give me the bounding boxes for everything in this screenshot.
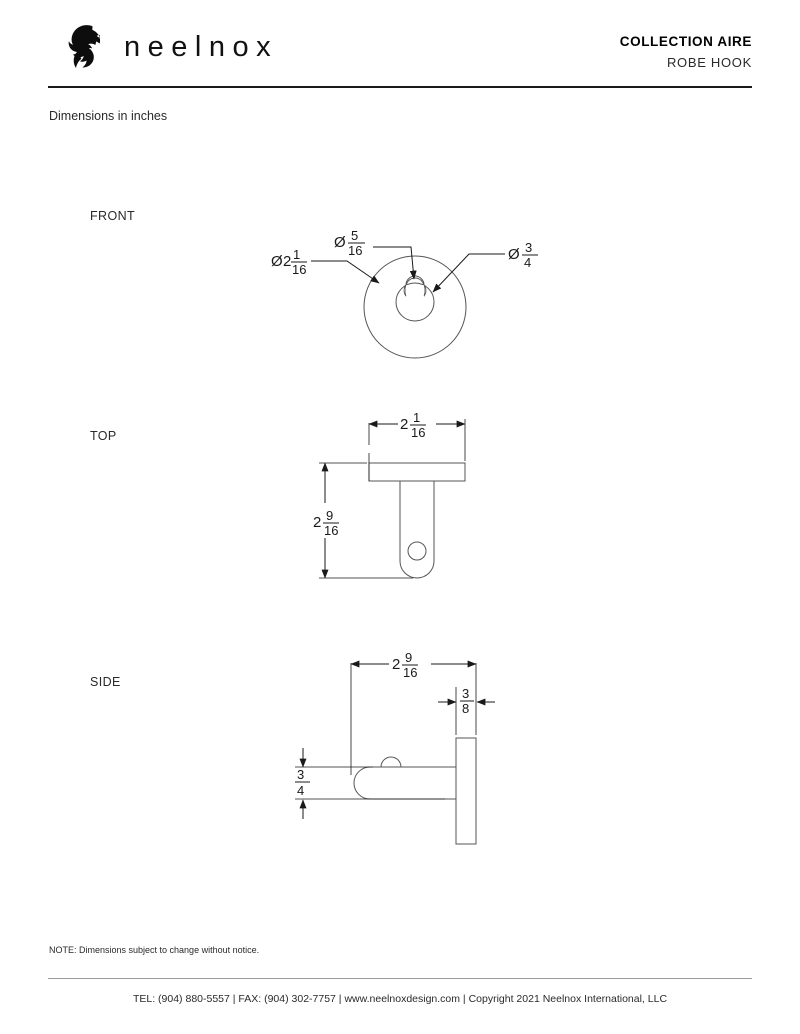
front-leader-bore <box>432 253 505 293</box>
page-header: neelnox COLLECTION AIRE ROBE HOOK <box>48 18 752 84</box>
side-dim-arm-height: 3 4 <box>295 767 310 798</box>
horse-head-logo-icon <box>68 25 101 68</box>
header-divider <box>48 86 752 88</box>
svg-text:2: 2 <box>400 416 408 433</box>
svg-text:5: 5 <box>351 228 358 243</box>
side-dim-plate-thickness: 3 8 <box>460 686 474 716</box>
front-view-drawing: Ø 2 1 16 Ø 5 16 Ø 3 4 <box>271 228 538 359</box>
front-outer-plate-circle <box>363 255 467 359</box>
brand-name: neelnox <box>124 30 279 63</box>
top-dim-projection-depth: 2 9 16 <box>313 508 339 538</box>
svg-text:Ø: Ø <box>271 253 283 270</box>
svg-text:3: 3 <box>297 767 304 782</box>
side-view-drawing: 2 9 16 3 8 3 4 <box>295 650 495 845</box>
svg-text:9: 9 <box>405 650 412 665</box>
svg-text:1: 1 <box>293 247 300 262</box>
side-wall-plate <box>455 737 477 845</box>
disclaimer-note: NOTE: Dimensions subject to change witho… <box>49 945 260 955</box>
svg-text:16: 16 <box>411 425 425 440</box>
brand-logo: neelnox <box>60 22 278 72</box>
front-leader-outer <box>311 260 380 284</box>
svg-text:3: 3 <box>525 240 532 255</box>
top-mounting-plate <box>368 462 466 482</box>
front-dim-outer-plate: Ø 2 1 16 <box>271 247 307 277</box>
dimensions-unit-note: Dimensions in inches <box>49 109 168 123</box>
svg-text:Ø: Ø <box>508 246 520 263</box>
svg-text:9: 9 <box>326 508 333 523</box>
svg-text:2: 2 <box>313 514 321 531</box>
front-center-bore-circle <box>395 282 435 322</box>
svg-text:16: 16 <box>324 523 338 538</box>
top-arm-hole <box>407 541 427 561</box>
front-keyhole-mask <box>406 285 424 298</box>
front-keyhole-sides <box>403 284 427 297</box>
svg-text:Ø: Ø <box>334 234 346 251</box>
svg-text:4: 4 <box>297 783 304 798</box>
view-label-front: FRONT <box>90 209 136 223</box>
svg-text:3: 3 <box>462 686 469 701</box>
svg-text:1: 1 <box>413 410 420 425</box>
top-dim-plate-width: 2 1 16 <box>400 410 426 440</box>
svg-text:2: 2 <box>392 656 400 673</box>
svg-text:4: 4 <box>524 255 531 270</box>
svg-text:16: 16 <box>348 243 362 258</box>
view-label-top: TOP <box>90 429 117 443</box>
top-view-drawing: 2 1 16 2 9 16 <box>313 410 466 579</box>
front-dim-keyhole: Ø 5 16 <box>334 228 365 258</box>
product-title: ROBE HOOK <box>666 55 752 70</box>
front-leader-keyhole <box>373 246 417 280</box>
front-dim-center-bore: Ø 3 4 <box>508 240 538 270</box>
top-hook-arm <box>399 481 435 579</box>
side-dim-overall-projection: 2 9 16 <box>392 650 418 680</box>
side-hook-arm <box>353 766 456 800</box>
view-label-side: SIDE <box>90 675 121 689</box>
header-titles: COLLECTION AIRE ROBE HOOK <box>620 34 752 70</box>
footer-contact-line: TEL: (904) 880-5557 | FAX: (904) 302-775… <box>132 993 668 1005</box>
side-hook-knob <box>380 756 402 768</box>
collection-title: COLLECTION AIRE <box>619 34 752 49</box>
svg-text:16: 16 <box>403 665 417 680</box>
svg-text:8: 8 <box>462 701 469 716</box>
svg-text:16: 16 <box>292 262 306 277</box>
footer-divider <box>48 978 752 979</box>
svg-text:2: 2 <box>283 253 291 270</box>
